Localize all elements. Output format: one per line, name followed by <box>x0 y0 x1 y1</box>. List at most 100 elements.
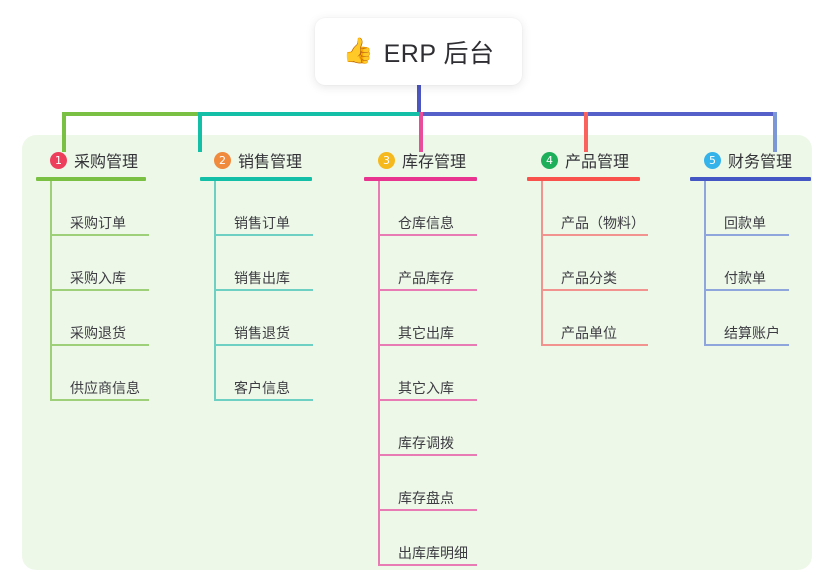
diagram-background-panel <box>22 135 812 570</box>
leaf-item-label: 供应商信息 <box>70 380 140 396</box>
leaf-item-underline <box>214 399 313 401</box>
leaf-item[interactable]: 客户信息 <box>214 346 313 401</box>
leaf-item-label: 付款单 <box>724 270 766 286</box>
bus-segment-teal <box>198 112 419 116</box>
column-underline <box>200 177 312 181</box>
number-badge-icon: 5 <box>704 151 721 169</box>
leaf-item-label: 仓库信息 <box>398 215 454 231</box>
leaf-item[interactable]: 其它入库 <box>378 346 477 401</box>
column-title: 库存管理 <box>402 154 467 171</box>
leaf-item-label: 产品单位 <box>561 325 617 341</box>
column-underline <box>36 177 146 181</box>
leaf-item[interactable]: 其它出库 <box>378 291 477 346</box>
leaf-list-sales: 销售订单销售出库销售退货客户信息 <box>214 181 313 401</box>
leaf-item-label: 库存盘点 <box>398 490 454 506</box>
leaf-item-underline <box>378 454 477 456</box>
leaf-item-label: 产品库存 <box>398 270 454 286</box>
leaf-item[interactable]: 产品分类 <box>541 236 648 291</box>
leaf-item[interactable]: 产品（物料） <box>541 181 648 236</box>
leaf-item-underline <box>704 234 789 236</box>
leaf-spine <box>50 181 52 401</box>
number-badge-icon: 1 <box>50 151 67 169</box>
leaf-item-underline <box>704 344 789 346</box>
leaf-item-underline <box>378 289 477 291</box>
leaf-item-underline <box>378 399 477 401</box>
leaf-item-label: 产品（物料） <box>561 215 645 231</box>
column-finance: 5 财务管理回款单付款单结算账户 <box>690 148 811 346</box>
leaf-item-label: 销售退货 <box>234 325 290 341</box>
leaf-item[interactable]: 供应商信息 <box>50 346 149 401</box>
column-underline <box>527 177 640 181</box>
column-underline <box>690 177 811 181</box>
leaf-item-underline <box>214 234 313 236</box>
root-node[interactable]: 👍 ERP 后台 <box>315 18 522 85</box>
leaf-item-label: 采购入库 <box>70 270 126 286</box>
leaf-spine <box>214 181 216 401</box>
leaf-item[interactable]: 库存盘点 <box>378 456 477 511</box>
column-purchasing: 1 采购管理采购订单采购入库采购退货供应商信息 <box>36 148 149 401</box>
leaf-item-label: 采购退货 <box>70 325 126 341</box>
leaf-item[interactable]: 结算账户 <box>704 291 811 346</box>
leaf-item[interactable]: 付款单 <box>704 236 811 291</box>
leaf-list-purchasing: 采购订单采购入库采购退货供应商信息 <box>50 181 149 401</box>
leaf-list-product: 产品（物料） 产品分类产品单位 <box>541 181 648 346</box>
leaf-item-underline <box>378 234 477 236</box>
drop-sales <box>198 112 202 152</box>
leaf-item[interactable]: 出库库明细 <box>378 511 477 566</box>
number-badge-icon: 4 <box>541 151 558 169</box>
column-title: 产品管理 <box>565 154 630 171</box>
number-badge-icon: 3 <box>378 151 395 169</box>
leaf-item-label: 销售订单 <box>234 215 290 231</box>
leaf-item-underline <box>541 289 648 291</box>
column-title: 销售管理 <box>238 154 303 171</box>
leaf-item-underline <box>378 564 477 566</box>
column-header-purchasing[interactable]: 1 采购管理 <box>36 148 146 172</box>
leaf-item-underline <box>541 234 648 236</box>
leaf-item-underline <box>50 234 149 236</box>
leaf-spine <box>541 181 543 346</box>
leaf-item-label: 产品分类 <box>561 270 617 286</box>
leaf-spine <box>704 181 706 346</box>
column-inventory: 3 库存管理仓库信息产品库存其它出库其它入库库存调拨库存盘点出库库明细 <box>364 148 477 566</box>
column-title: 采购管理 <box>74 154 139 171</box>
column-header-inventory[interactable]: 3 库存管理 <box>364 148 477 172</box>
leaf-item-label: 销售出库 <box>234 270 290 286</box>
column-underline <box>364 177 477 181</box>
leaf-item-underline <box>704 289 789 291</box>
leaf-item[interactable]: 仓库信息 <box>378 181 477 236</box>
leaf-item[interactable]: 回款单 <box>704 181 811 236</box>
leaf-item-label: 库存调拨 <box>398 435 454 451</box>
leaf-item-underline <box>378 509 477 511</box>
leaf-item-underline <box>214 344 313 346</box>
leaf-item-label: 采购订单 <box>70 215 126 231</box>
leaf-item[interactable]: 产品库存 <box>378 236 477 291</box>
leaf-spine <box>378 181 380 566</box>
leaf-item-label: 回款单 <box>724 215 766 231</box>
leaf-item-underline <box>50 344 149 346</box>
leaf-item[interactable]: 销售退货 <box>214 291 313 346</box>
leaf-item-underline <box>50 399 149 401</box>
bus-segment-purple <box>419 112 777 116</box>
leaf-item[interactable]: 采购入库 <box>50 236 149 291</box>
leaf-item-underline <box>214 289 313 291</box>
column-title: 财务管理 <box>728 154 793 171</box>
bus-segment-green <box>62 112 198 116</box>
column-header-product[interactable]: 4 产品管理 <box>527 148 645 172</box>
leaf-item[interactable]: 采购订单 <box>50 181 149 236</box>
column-header-finance[interactable]: 5 财务管理 <box>690 148 811 172</box>
root-stem-connector <box>417 85 421 112</box>
leaf-item[interactable]: 采购退货 <box>50 291 149 346</box>
leaf-item-underline <box>378 344 477 346</box>
leaf-item[interactable]: 库存调拨 <box>378 401 477 456</box>
leaf-item[interactable]: 销售订单 <box>214 181 313 236</box>
leaf-item[interactable]: 产品单位 <box>541 291 648 346</box>
leaf-list-finance: 回款单付款单结算账户 <box>704 181 811 346</box>
leaf-item-label: 其它出库 <box>398 325 454 341</box>
drop-product <box>584 112 588 152</box>
leaf-item[interactable]: 销售出库 <box>214 236 313 291</box>
root-title: ERP 后台 <box>383 39 495 68</box>
leaf-list-inventory: 仓库信息产品库存其它出库其它入库库存调拨库存盘点出库库明细 <box>378 181 477 566</box>
leaf-item-label: 结算账户 <box>724 325 780 341</box>
